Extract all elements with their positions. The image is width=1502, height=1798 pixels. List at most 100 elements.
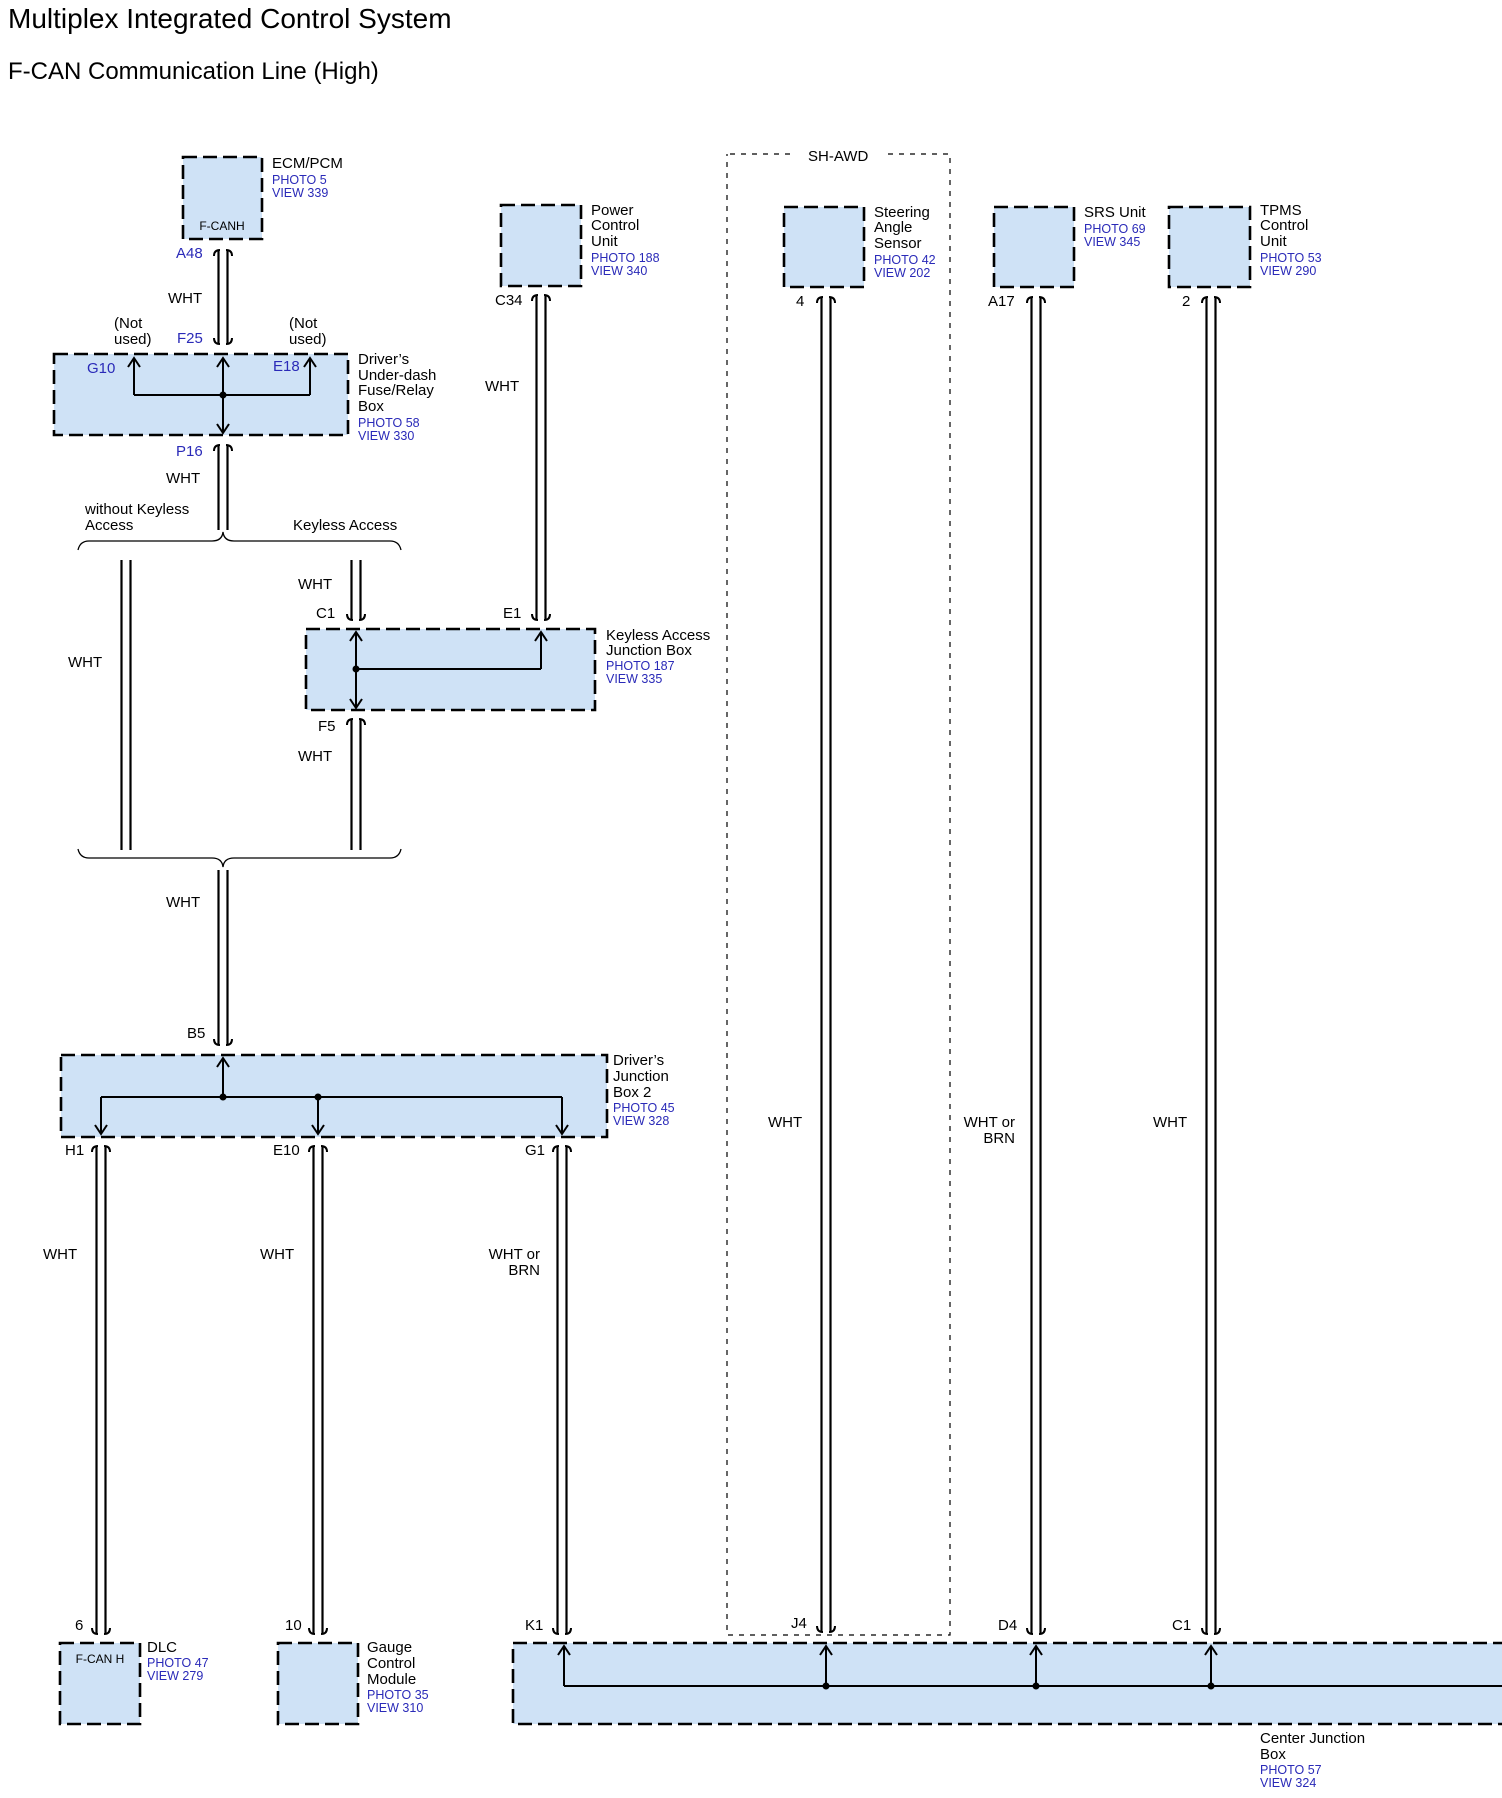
fuse-photo-link[interactable]: PHOTO 58 (358, 416, 420, 430)
steer-photo-link[interactable]: PHOTO 42 (874, 253, 936, 267)
pcu-photo-link[interactable]: PHOTO 188 (591, 251, 660, 265)
wire-srs-to-cjb-cap-bot (1026, 1627, 1046, 1635)
wire-pcu-to-keyless-cap-top (531, 294, 551, 302)
pin-d4: D4 (998, 1617, 1017, 1634)
gauge-name-1: Gauge (367, 1639, 412, 1656)
internal-connections (100, 358, 1502, 1690)
arrow-group (94, 356, 1218, 1656)
arrow-e10 (311, 1124, 325, 1136)
srs-view-link[interactable]: VIEW 345 (1084, 235, 1140, 249)
page-subtitle: F-CAN Communication Line (High) (8, 58, 379, 85)
arrow-j4 (819, 1644, 833, 1656)
tpms-view-link[interactable]: VIEW 290 (1260, 264, 1316, 278)
fuse-view-link[interactable]: VIEW 330 (358, 429, 414, 443)
tpms-photo-link[interactable]: PHOTO 53 (1260, 251, 1322, 265)
wire-srs-to-cjb-cap-top (1026, 296, 1046, 304)
wire-djb2-to-cjb (552, 1145, 572, 1635)
gauge-view-link[interactable]: VIEW 310 (367, 1701, 423, 1715)
sh-awd-label: SH-AWD (808, 148, 868, 165)
wire-pcu-to-keyless-cap-bot (531, 613, 551, 621)
srs-photo-link[interactable]: PHOTO 69 (1084, 222, 1146, 236)
pin-g10: G10 (87, 360, 115, 377)
cjb-view-link[interactable]: VIEW 324 (1260, 1776, 1316, 1790)
keyless-photo-link[interactable]: PHOTO 187 (606, 659, 675, 673)
pcu-name-2: Control (591, 217, 639, 234)
wire-tpms-to-cjb (1201, 296, 1221, 1635)
wire-to-djb2 (213, 870, 233, 1046)
wire-ecm-to-fuse (213, 249, 233, 345)
wire-color-gauge: WHT (260, 1246, 294, 1263)
gauge-control-module-box[interactable] (276, 1641, 360, 1726)
variant-bracket-top (77, 531, 402, 551)
dlc-view-link[interactable]: VIEW 279 (147, 1669, 203, 1683)
pin-6: 6 (75, 1617, 83, 1634)
pin-4: 4 (796, 293, 804, 310)
wire-djb2-to-cjb-cap-top (552, 1145, 572, 1153)
wire-color-fuse-out: WHT (166, 470, 200, 487)
not-used-left-1: (Not (114, 315, 143, 332)
pin-e1: E1 (503, 605, 521, 622)
djb2-photo-link[interactable]: PHOTO 45 (613, 1101, 675, 1115)
wire-djb2-to-dlc-cap-top (91, 1145, 111, 1153)
pin-g1: G1 (525, 1142, 545, 1159)
not-used-left-2: used) (114, 331, 152, 348)
pcu-name-3: Unit (591, 233, 619, 250)
wire-fuse-out (213, 444, 233, 530)
ecm-pcm-box[interactable] (181, 155, 264, 241)
wire-color-srs-1: WHT or (964, 1114, 1015, 1131)
wire-color-tpms: WHT (1153, 1114, 1187, 1131)
wire-steer-to-cjb (816, 296, 836, 1633)
arrow-c1-center (1204, 1644, 1218, 1656)
tpms-name-3: Unit (1260, 233, 1288, 250)
wire-color-steer: WHT (768, 1114, 802, 1131)
ecm-inner-label: F-CANH (199, 219, 244, 233)
pin-c1-keyless: C1 (316, 605, 335, 622)
pin-a17: A17 (988, 293, 1015, 310)
steer-view-link[interactable]: VIEW 202 (874, 266, 930, 280)
page-title: Multiplex Integrated Control System (8, 3, 452, 34)
fuse-name-2: Under-dash (358, 367, 436, 384)
tpms-control-unit-box[interactable] (1167, 205, 1252, 289)
wire-djb2-to-cjb-cap-bot (552, 1627, 572, 1635)
not-used-right-2: used) (289, 331, 327, 348)
djb2-name-1: Driver’s (613, 1052, 664, 1069)
wire-color-pcu: WHT (485, 378, 519, 395)
ecm-photo-link[interactable]: PHOTO 5 (272, 173, 327, 187)
steering-angle-sensor-box[interactable] (782, 205, 866, 289)
arrow-g1 (555, 1124, 569, 1136)
wire-color-srs-2: BRN (983, 1130, 1015, 1147)
keyless-access-label: Keyless Access (293, 517, 397, 534)
djb2-view-link[interactable]: VIEW 328 (613, 1114, 669, 1128)
pin-j4: J4 (791, 1615, 807, 1632)
arrow-e1 (534, 630, 548, 642)
pin-c34: C34 (495, 292, 523, 309)
dlc-inner-label: F-CAN H (76, 1652, 125, 1666)
tpms-name-1: TPMS (1260, 202, 1302, 219)
arrow-e18 (303, 356, 317, 368)
dlc-photo-link[interactable]: PHOTO 47 (147, 1656, 209, 1670)
wire-keyless-out (346, 718, 366, 850)
cjb-photo-link[interactable]: PHOTO 57 (1260, 1763, 1322, 1777)
wire-srs-to-cjb (1026, 296, 1046, 1635)
keyless-view-link[interactable]: VIEW 335 (606, 672, 662, 686)
cjb-name-1: Center Junction (1260, 1730, 1365, 1747)
power-control-unit-box[interactable] (499, 203, 583, 288)
srs-unit-box[interactable] (992, 205, 1076, 289)
gauge-name-3: Module (367, 1671, 416, 1688)
sh-awd-region (726, 153, 951, 1636)
keyless-name-2: Junction Box (606, 642, 692, 659)
djb2-name-3: Box 2 (613, 1084, 651, 1101)
ecm-view-link[interactable]: VIEW 339 (272, 186, 328, 200)
tpms-name-2: Control (1260, 217, 1308, 234)
pcu-view-link[interactable]: VIEW 340 (591, 264, 647, 278)
arrow-f25 (216, 356, 230, 368)
gauge-photo-link[interactable]: PHOTO 35 (367, 1688, 429, 1702)
wire-color-ecm-fuse: WHT (168, 290, 202, 307)
arrow-p16 (216, 423, 230, 435)
wire-color-keyless-in: WHT (298, 576, 332, 593)
dlc-box[interactable] (58, 1641, 142, 1726)
pin-10: 10 (285, 1617, 302, 1634)
pin-b5: B5 (187, 1025, 205, 1042)
center-junction-box[interactable] (511, 1641, 1502, 1726)
